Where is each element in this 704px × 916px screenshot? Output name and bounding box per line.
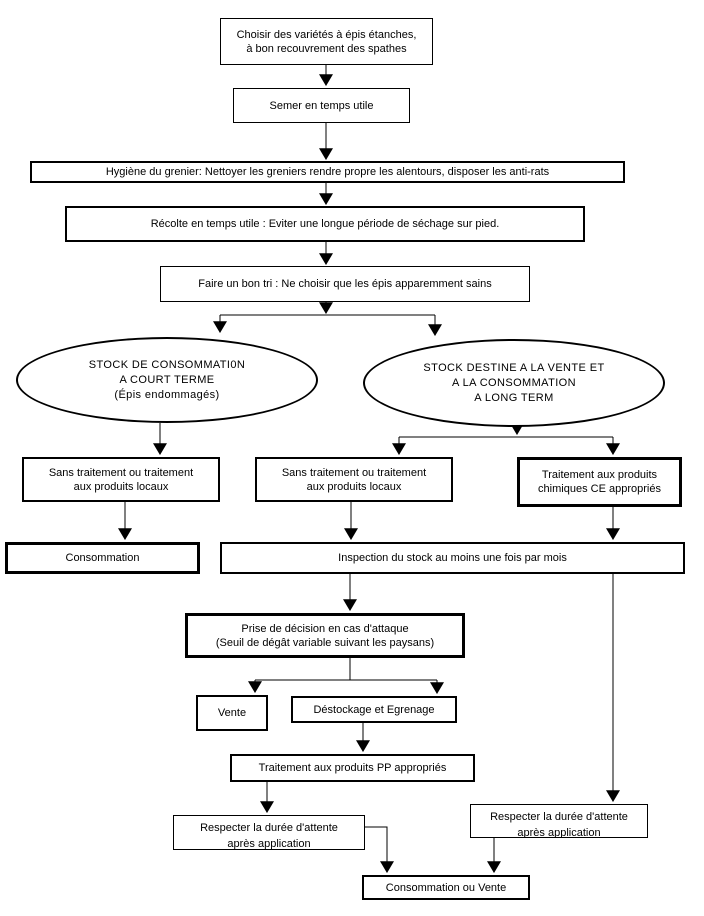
- node-bon-tri: Faire un bon tri : Ne choisir que les ép…: [160, 266, 530, 302]
- node-traitement-pp: Traitement aux produits PP appropriés: [230, 754, 475, 782]
- node-consommation-ou-vente: Consommation ou Vente: [362, 875, 530, 900]
- node-respecter-duree-droite: Respecter la durée d'attente après appli…: [470, 804, 648, 838]
- node-semer: Semer en temps utile: [233, 88, 410, 123]
- node-sans-traitement-gauche: Sans traitement ou traitement aux produi…: [22, 457, 220, 502]
- node-respecter-duree-gauche: Respecter la durée d'attente après appli…: [173, 815, 365, 850]
- node-sans-traitement-centre: Sans traitement ou traitement aux produi…: [255, 457, 453, 502]
- node-consommation: Consommation: [5, 542, 200, 574]
- node-stock-court-terme: STOCK DE CONSOMMATI0N A COURT TERME (Épi…: [16, 337, 318, 423]
- node-prise-decision: Prise de décision en cas d'attaque (Seui…: [185, 613, 465, 658]
- node-traitement-chimique: Traitement aux produits chimiques CE app…: [517, 457, 682, 507]
- node-stock-vente: STOCK DESTINE A LA VENTE ET A LA CONSOMM…: [363, 339, 665, 427]
- elbow-respectergauche-consommationvente: [365, 826, 394, 874]
- node-destockage: Déstockage et Egrenage: [291, 696, 457, 723]
- node-recolte: Récolte en temps utile : Eviter une long…: [65, 206, 585, 242]
- node-choisir-varietes: Choisir des variétés à épis étanches, à …: [220, 18, 433, 65]
- node-inspection-stock: Inspection du stock au moins une fois pa…: [220, 542, 685, 574]
- node-vente: Vente: [196, 695, 268, 731]
- node-hygiene-grenier: Hygiène du grenier: Nettoyer les grenier…: [30, 161, 625, 183]
